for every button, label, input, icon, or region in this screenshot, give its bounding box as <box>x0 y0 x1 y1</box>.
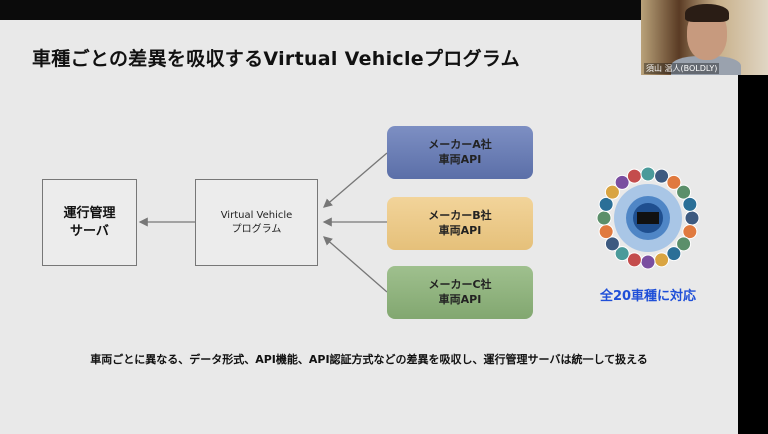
maker-a-api-box: メーカーA社車両API <box>387 126 533 179</box>
vehicle-icon <box>640 166 656 182</box>
vehicle-icon <box>614 246 630 262</box>
vehicle-icon <box>666 174 682 190</box>
vehicle-icon <box>626 252 642 268</box>
top-bar <box>0 0 768 20</box>
vehicle-count-caption: 全20車種に対応 <box>599 289 697 304</box>
maker-b-line2: 車両API <box>438 223 482 237</box>
person-shirt <box>671 56 741 75</box>
participant-name: 須山 温人(BOLDLY) <box>644 63 720 74</box>
vehicle-icon <box>684 210 700 226</box>
vehicle-icon <box>626 168 642 184</box>
footer-text: 車両ごとに異なる、データ形式、API機能、API認証方式などの差異を吸収し、運行… <box>90 353 648 366</box>
operation-server-box: 運行管理サーバ <box>42 179 137 266</box>
slide-title: 車種ごとの差異を吸収するVirtual Vehicleプログラム <box>32 48 520 70</box>
maker-c-line2: 車両API <box>438 292 482 306</box>
arrow-a-to-vv <box>323 152 388 208</box>
server-line2: サーバ <box>70 223 109 239</box>
vehicle-icon <box>654 168 670 184</box>
vehicle-icon <box>598 196 614 212</box>
vehicle-icon <box>604 236 620 252</box>
vehicle-icon <box>676 184 692 200</box>
vehicle-icon <box>640 254 656 270</box>
maker-a-line2: 車両API <box>438 152 482 166</box>
vehicle-icon <box>666 246 682 262</box>
arrow-c-to-vv <box>323 236 388 293</box>
right-bar <box>738 75 768 434</box>
maker-b-api-box: メーカーB社車両API <box>387 197 533 250</box>
vehicle-icon <box>682 224 698 240</box>
vv-line1: Virtual Vehicle <box>220 210 293 221</box>
vehicle-icon <box>614 174 630 190</box>
vehicle-icon <box>682 196 698 212</box>
vehicle-icon <box>604 184 620 200</box>
maker-c-api-box: メーカーC社車両API <box>387 266 533 319</box>
vehicle-icon <box>596 210 612 226</box>
vehicle-icon <box>598 224 614 240</box>
vehicle-wheel-graphic <box>596 166 700 270</box>
maker-c-line1: メーカーC社 <box>428 277 492 291</box>
maker-a-line1: メーカーA社 <box>428 137 492 151</box>
vehicle-icon <box>654 252 670 268</box>
maker-b-line1: メーカーB社 <box>428 208 492 222</box>
participant-video[interactable]: 須山 温人(BOLDLY) <box>641 0 768 75</box>
server-line1: 運行管理 <box>63 205 116 221</box>
person-hair <box>685 4 729 22</box>
vv-line2: プログラム <box>231 223 282 235</box>
vehicle-icon <box>676 236 692 252</box>
virtual-vehicle-box: Virtual Vehicle プログラム <box>195 179 318 266</box>
